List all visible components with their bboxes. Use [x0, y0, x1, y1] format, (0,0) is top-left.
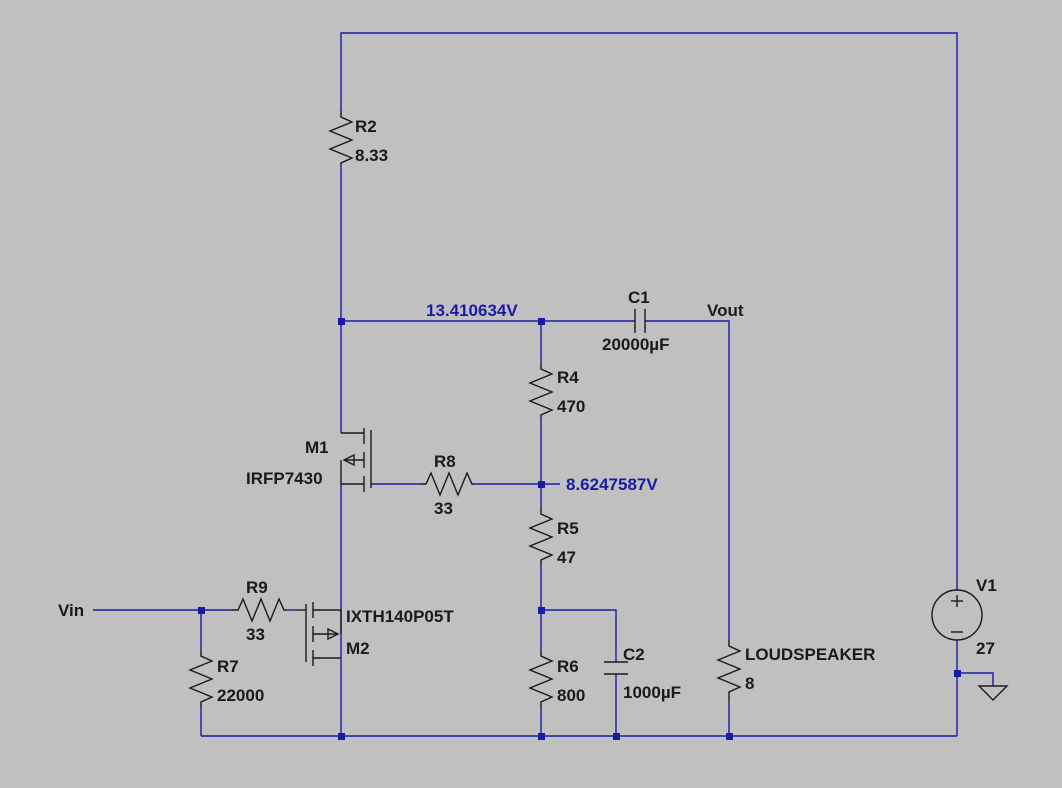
m2-model: IXTH140P05T [346, 607, 454, 626]
labels: R2 8.33 13.410634V C1 20000µF Vout R4 47… [58, 117, 997, 705]
vin-net-label: Vin [58, 601, 84, 620]
voltage-source-v1[interactable] [931, 589, 983, 641]
r2-value: 8.33 [355, 146, 388, 165]
wire-ground [957, 672, 994, 686]
c2-value: 1000µF [623, 683, 681, 702]
junction-node [538, 481, 545, 488]
vout-net-label: Vout [707, 301, 744, 320]
drain-node-voltage: 13.410634V [426, 301, 518, 320]
divider-node-voltage: 8.6247587V [566, 475, 658, 494]
r7-value: 22000 [217, 686, 264, 705]
resistor-r9[interactable] [232, 597, 286, 623]
m1-ref: M1 [305, 438, 329, 457]
junction-node [538, 318, 545, 325]
wire-top-rail [340, 32, 958, 590]
resistor-r7[interactable] [188, 650, 214, 708]
junction-node [198, 607, 205, 614]
junction-node [338, 733, 345, 740]
resistor-r8[interactable] [420, 471, 474, 497]
r6-ref: R6 [557, 657, 579, 676]
r2-ref: R2 [355, 117, 377, 136]
junction-node [954, 670, 961, 677]
speaker-ref: LOUDSPEAKER [745, 645, 875, 664]
ground-icon [977, 685, 1009, 701]
r4-value: 470 [557, 397, 585, 416]
r5-value: 47 [557, 548, 576, 567]
capacitor-c1[interactable] [634, 309, 646, 333]
resistor-r5[interactable] [528, 508, 554, 566]
speaker-value: 8 [745, 674, 754, 693]
r4-ref: R4 [557, 368, 579, 387]
m1-model: IRFP7430 [246, 469, 323, 488]
v1-ref: V1 [976, 576, 997, 595]
v1-value: 27 [976, 639, 995, 658]
resistor-r6[interactable] [528, 650, 554, 708]
c1-value: 20000µF [602, 335, 669, 354]
mosfet-m1[interactable] [340, 428, 372, 492]
junctions [198, 318, 961, 740]
r7-ref: R7 [217, 657, 239, 676]
r6-value: 800 [557, 686, 585, 705]
junction-node [726, 733, 733, 740]
c1-ref: C1 [628, 288, 650, 307]
wires [93, 32, 994, 737]
junction-node [538, 733, 545, 740]
c2-ref: C2 [623, 645, 645, 664]
resistor-r4[interactable] [528, 363, 554, 418]
capacitor-c2[interactable] [604, 661, 628, 675]
r5-ref: R5 [557, 519, 579, 538]
wire-c2-top [541, 609, 617, 662]
junction-node [613, 733, 620, 740]
r9-value: 33 [246, 625, 265, 644]
r9-ref: R9 [246, 578, 268, 597]
wire-vout [645, 320, 730, 640]
r8-ref: R8 [434, 452, 456, 471]
junction-node [538, 607, 545, 614]
r8-value: 33 [434, 499, 453, 518]
resistor-r2[interactable] [328, 110, 354, 165]
mosfet-m2[interactable] [296, 602, 342, 666]
junction-node [338, 318, 345, 325]
speaker-loudspeaker[interactable] [716, 640, 742, 702]
m2-ref: M2 [346, 639, 370, 658]
